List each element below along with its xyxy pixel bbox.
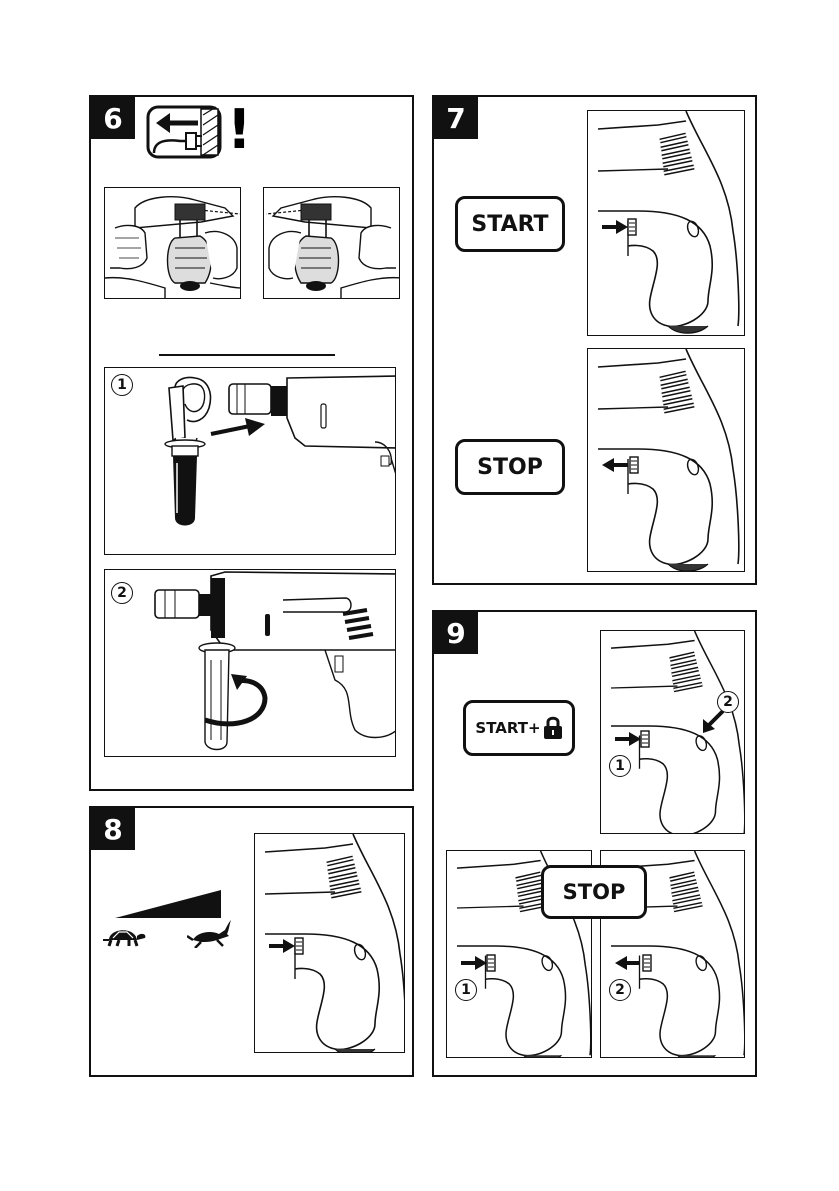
panel-number: 9 [434,612,478,654]
variable-speed-trigger-image [254,833,405,1053]
stop-button: STOP [541,865,647,919]
panel-8: 8 [89,806,414,1077]
unplug-icon [146,105,224,161]
stop-trigger-image [587,348,745,572]
panel-number: 7 [434,97,478,139]
right-hand-grip-image [263,187,400,299]
step-2-marker: 2 [717,691,739,713]
lock-on-image: 2 1 [600,630,745,834]
speed-ramp-icon [115,888,221,920]
start-lock-button: START+ [463,700,575,756]
left-hand-grip-image [104,187,241,299]
stop-button: STOP [455,439,565,495]
step-1-marker: 1 [455,979,477,1001]
lock-icon [543,716,563,740]
tighten-handle-image: 2 [104,569,396,757]
attach-handle-image: 1 [104,367,396,555]
panel-9: 9 START+ 2 1 1 [432,610,757,1077]
panel-6: 6 ! [89,95,414,791]
hare-icon [187,920,233,948]
step-1-marker: 1 [111,374,133,396]
panel-7: 7 START STOP [432,95,757,585]
tortoise-icon [101,922,147,948]
step-2-marker: 2 [111,582,133,604]
start-trigger-image [587,110,745,336]
panel-number: 6 [91,97,135,139]
start-lock-label: START+ [475,719,540,737]
panel-number: 8 [91,808,135,850]
warning-icon: ! [227,101,252,159]
start-button: START [455,196,565,252]
step-1-marker: 1 [609,755,631,777]
step-2-marker: 2 [609,979,631,1001]
divider-line [159,354,335,356]
